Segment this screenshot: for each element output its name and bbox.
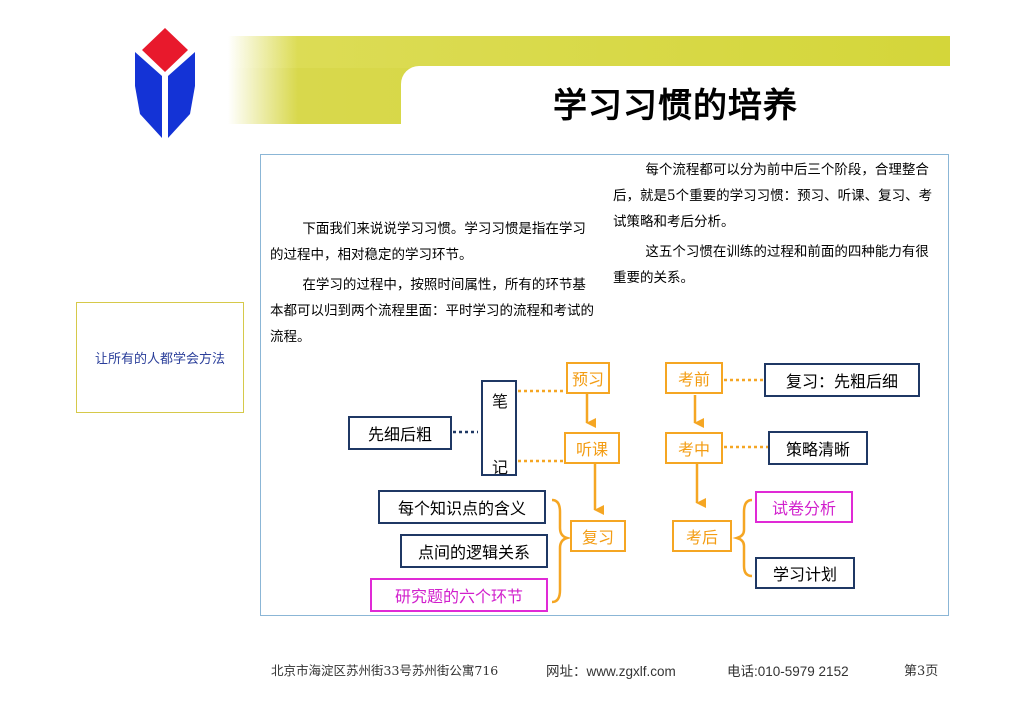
during-note: 策略清晰: [768, 431, 868, 465]
after-item-paper-analysis: 试卷分析: [755, 491, 853, 523]
notes-box: 笔 记: [481, 380, 517, 477]
step-lecture: 听课: [564, 432, 620, 464]
notes-char-top: 笔: [492, 392, 509, 411]
intro-paragraph-3: 每个流程都可以分为前中后三个阶段，合理整合后，就是5个重要的学习习惯：预习、听课…: [613, 162, 933, 230]
logo-top-diamond: [142, 28, 188, 72]
title-card: [401, 66, 950, 132]
exam-during: 考中: [665, 432, 723, 464]
step-review: 复习: [570, 520, 626, 552]
review-item-six-steps: 研究题的六个环节: [370, 578, 548, 612]
footer-phone: 电话:010-5979 2152: [727, 664, 849, 679]
review-item-logic: 点间的逻辑关系: [400, 534, 548, 568]
intro-paragraph-2: 在学习的过程中，按照时间属性，所有的环节基本都可以归到两个流程里面：平时学习的流…: [270, 277, 594, 345]
page-title: 学习习惯的培养: [553, 86, 798, 126]
intro-paragraph-1: 下面我们来说说学习习惯。学习习惯是指在学习的过程中，相对稳定的学习环节。: [270, 221, 586, 263]
content-frame: [260, 154, 949, 616]
logo-right-wing: [168, 52, 195, 138]
intro-text-right: 每个流程都可以分为前中后三个阶段，合理整合后，就是5个重要的学习习惯：预习、听课…: [613, 157, 941, 291]
before-note: 复习：先粗后细: [764, 363, 920, 397]
intro-text-left: 下面我们来说说学习习惯。学习习惯是指在学习的过程中，相对稳定的学习环节。 在学习…: [270, 216, 595, 350]
exam-before: 考前: [665, 362, 723, 394]
intro-paragraph-4: 这五个习惯在训练的过程和前面的四种能力有很重要的关系。: [613, 244, 929, 286]
exam-after: 考后: [672, 520, 732, 552]
review-item-meaning: 每个知识点的含义: [378, 490, 546, 524]
logo-left-wing: [135, 52, 162, 138]
notes-method: 先细后粗: [348, 416, 452, 450]
tagline-box: 让所有的人都学会方法: [76, 302, 244, 413]
tagline-text: 让所有的人都学会方法: [94, 352, 225, 367]
footer-address: 北京市海淀区苏州街33号苏州街公寓716: [271, 663, 499, 678]
header-band-top: [228, 36, 950, 68]
after-item-study-plan: 学习计划: [755, 557, 855, 589]
company-logo: [135, 28, 195, 138]
notes-char-bottom: 记: [492, 458, 509, 477]
footer-website[interactable]: 网址：www.zgxlf.com: [546, 664, 676, 679]
step-preview: 预习: [566, 362, 610, 394]
footer-page-number: 第3页: [904, 664, 939, 679]
